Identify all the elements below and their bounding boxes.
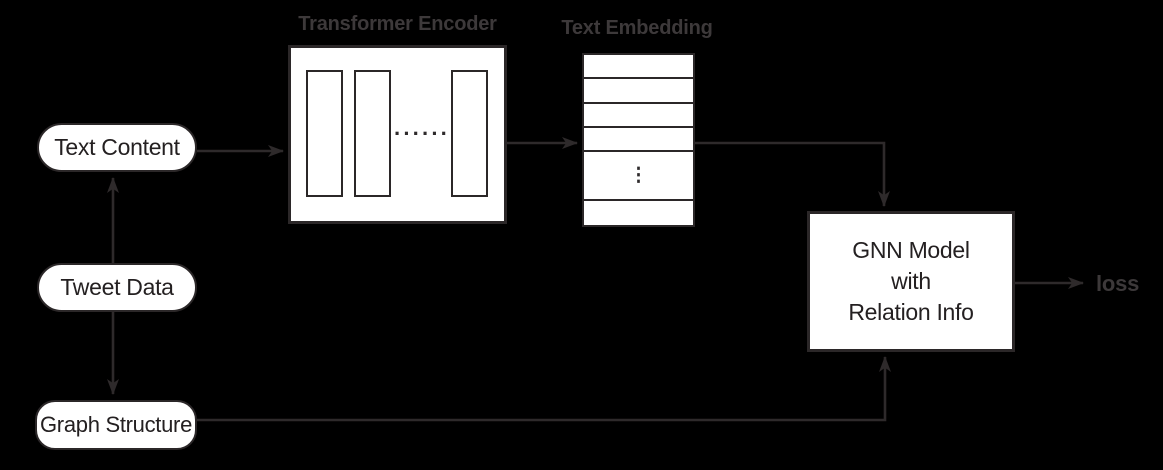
embedding-cell xyxy=(584,128,693,153)
text-embedding-title: Text Embedding xyxy=(561,17,713,39)
embedding-ellipsis-cell: ⋮ xyxy=(584,152,693,201)
node-gnn-model: GNN Model with Relation Info xyxy=(807,211,1015,352)
node-tweet-data-label: Tweet Data xyxy=(60,274,174,300)
vertical-ellipsis: ⋮ xyxy=(629,164,648,186)
embedding-cell xyxy=(584,55,693,80)
transformer-encoder-title: Transformer Encoder xyxy=(298,13,497,35)
transformer-ellipsis-dots: ······ xyxy=(394,120,450,146)
edge-embedding-to-gnn xyxy=(694,141,890,207)
node-text-content-label: Text Content xyxy=(54,134,180,160)
transformer-layer-block-3 xyxy=(451,70,488,197)
embedding-cell xyxy=(584,79,693,104)
transformer-layer-block-1 xyxy=(306,70,343,197)
node-text-content: Text Content xyxy=(37,123,197,172)
node-graph-structure: Graph Structure xyxy=(35,400,197,450)
edge-graph-structure-to-gnn xyxy=(197,356,891,422)
transformer-layer-block-2 xyxy=(354,70,391,197)
node-tweet-data: Tweet Data xyxy=(37,263,197,312)
node-text-embedding: ⋮ xyxy=(582,53,695,227)
loss-output-label: loss xyxy=(1096,271,1140,296)
node-transformer-encoder: ······ xyxy=(288,45,507,224)
gnn-label-line-3: Relation Info xyxy=(848,299,974,325)
embedding-cell xyxy=(584,201,693,225)
embedding-cell xyxy=(584,104,693,128)
node-graph-structure-label: Graph Structure xyxy=(39,412,192,437)
gnn-label-line-2: with xyxy=(891,268,931,294)
gnn-label-line-1: GNN Model xyxy=(852,237,970,263)
